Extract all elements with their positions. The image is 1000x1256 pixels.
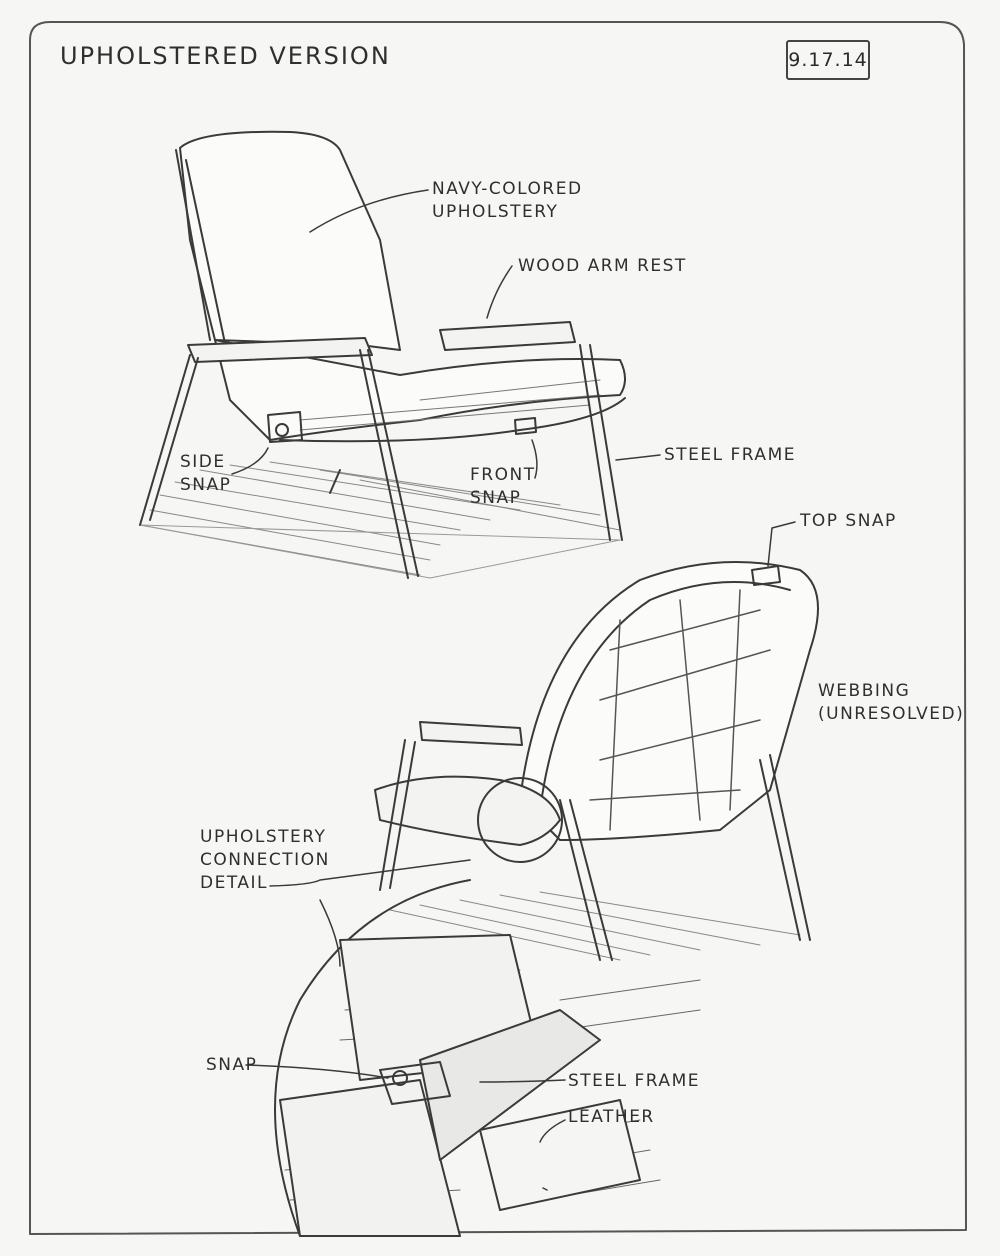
sketch-date: 9.17.14 — [786, 40, 870, 80]
label-navy-upholstery: NAVY-COLORED UPHOLSTERY — [432, 179, 583, 222]
sketch-title: UPHOLSTERED VERSION — [60, 42, 391, 70]
page-border — [29, 21, 967, 1235]
label-leather: LEATHER — [568, 1107, 655, 1127]
label-snap: SNAP — [206, 1055, 258, 1075]
label-wood-arm-rest: WOOD ARM REST — [518, 256, 687, 276]
label-connection-detail: UPHOLSTERY CONNECTION DETAIL — [200, 827, 330, 893]
label-front-snap: FRONT SNAP — [470, 465, 536, 508]
label-top-snap: TOP SNAP — [800, 511, 897, 531]
label-webbing: WEBBING (UNRESOLVED) — [818, 681, 965, 724]
leader-lines — [231, 189, 796, 1191]
connection-detail-view — [274, 879, 701, 1237]
label-steel-frame-detail: STEEL FRAME — [568, 1071, 700, 1091]
chair-rear-view — [374, 561, 819, 961]
label-steel-frame: STEEL FRAME — [664, 445, 796, 465]
label-side-snap: SIDE SNAP — [180, 452, 232, 495]
chair-front-view — [139, 130, 626, 579]
